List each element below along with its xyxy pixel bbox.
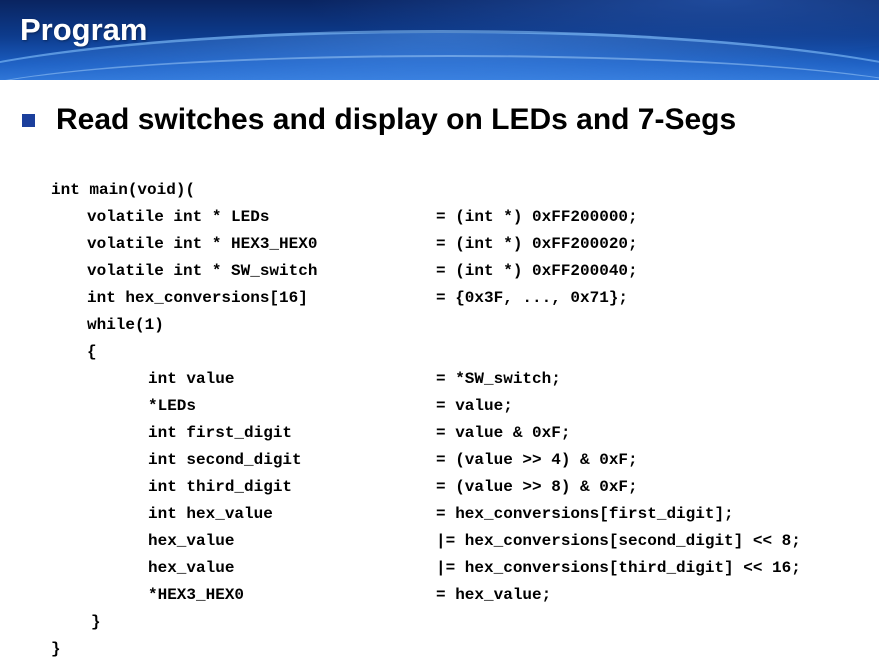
square-bullet-icon (22, 113, 35, 127)
code-line: volatile int * HEX3_HEX0 = (int *) 0xFF2… (51, 234, 871, 261)
code-statement: } (91, 613, 101, 631)
code-statement: } (51, 640, 61, 658)
code-statement: int value (148, 370, 235, 388)
code-line: while(1) (51, 315, 871, 342)
code-line: int hex_conversions[16] = {0x3F, ..., 0x… (51, 288, 871, 315)
code-line: { (51, 342, 871, 369)
code-statement: *HEX3_HEX0 (148, 586, 245, 604)
code-statement: volatile int * HEX3_HEX0 (87, 235, 318, 253)
code-assignment: = value & 0xF; (436, 424, 571, 442)
code-statement: volatile int * SW_switch (87, 262, 318, 280)
code-statement: { (87, 343, 97, 361)
code-assignment: = (value >> 8) & 0xF; (436, 478, 638, 496)
code-statement: *LEDs (148, 397, 197, 415)
code-assignment: = (int *) 0xFF200040; (436, 262, 638, 280)
code-line: int hex_value = hex_conversions[first_di… (51, 504, 871, 531)
code-line: volatile int * SW_switch = (int *) 0xFF2… (51, 261, 871, 288)
code-statement: int third_digit (148, 478, 293, 496)
code-line: *HEX3_HEX0 = hex_value; (51, 585, 871, 612)
code-line: hex_value |= hex_conversions[third_digit… (51, 558, 871, 585)
code-line: int main(void)( (51, 180, 871, 207)
code-statement: hex_value (148, 559, 235, 577)
code-statement: int hex_conversions[16] (87, 289, 308, 307)
code-statement: while(1) (87, 316, 164, 334)
code-assignment: = (value >> 4) & 0xF; (436, 451, 638, 469)
code-assignment: = {0x3F, ..., 0x71}; (436, 289, 629, 307)
code-block: int main(void)( volatile int * LEDs = (i… (51, 180, 871, 663)
bullet-text: Read switches and display on LEDs and 7-… (56, 103, 737, 136)
code-line: int third_digit = (value >> 8) & 0xF; (51, 477, 871, 504)
code-statement: int second_digit (148, 451, 302, 469)
code-assignment: = (int *) 0xFF200000; (436, 208, 638, 226)
slide-title: Program (20, 12, 148, 47)
code-statement: int first_digit (148, 424, 293, 442)
code-assignment: = hex_value; (436, 586, 552, 604)
code-line: int value = *SW_switch; (51, 369, 871, 396)
code-statement: int main(void)( (51, 181, 196, 199)
code-statement: volatile int * LEDs (87, 208, 270, 226)
code-statement: int hex_value (148, 505, 273, 523)
code-line: volatile int * LEDs = (int *) 0xFF200000… (51, 207, 871, 234)
banner-arc-lower (0, 55, 879, 80)
code-line: *LEDs = value; (51, 396, 871, 423)
code-assignment: = hex_conversions[first_digit]; (436, 505, 734, 523)
code-statement: hex_value (148, 532, 235, 550)
code-assignment: = *SW_switch; (436, 370, 561, 388)
code-assignment: |= hex_conversions[second_digit] << 8; (436, 532, 801, 550)
code-line: hex_value |= hex_conversions[second_digi… (51, 531, 871, 558)
title-banner: Program (0, 0, 879, 80)
code-line: int first_digit = value & 0xF; (51, 423, 871, 450)
code-line: } (51, 612, 871, 639)
code-line: } (51, 639, 871, 663)
code-assignment: = (int *) 0xFF200020; (436, 235, 638, 253)
bullet-item: Read switches and display on LEDs and 7-… (22, 103, 736, 137)
code-assignment: = value; (436, 397, 513, 415)
code-line: int second_digit = (value >> 4) & 0xF; (51, 450, 871, 477)
code-assignment: |= hex_conversions[third_digit] << 16; (436, 559, 801, 577)
